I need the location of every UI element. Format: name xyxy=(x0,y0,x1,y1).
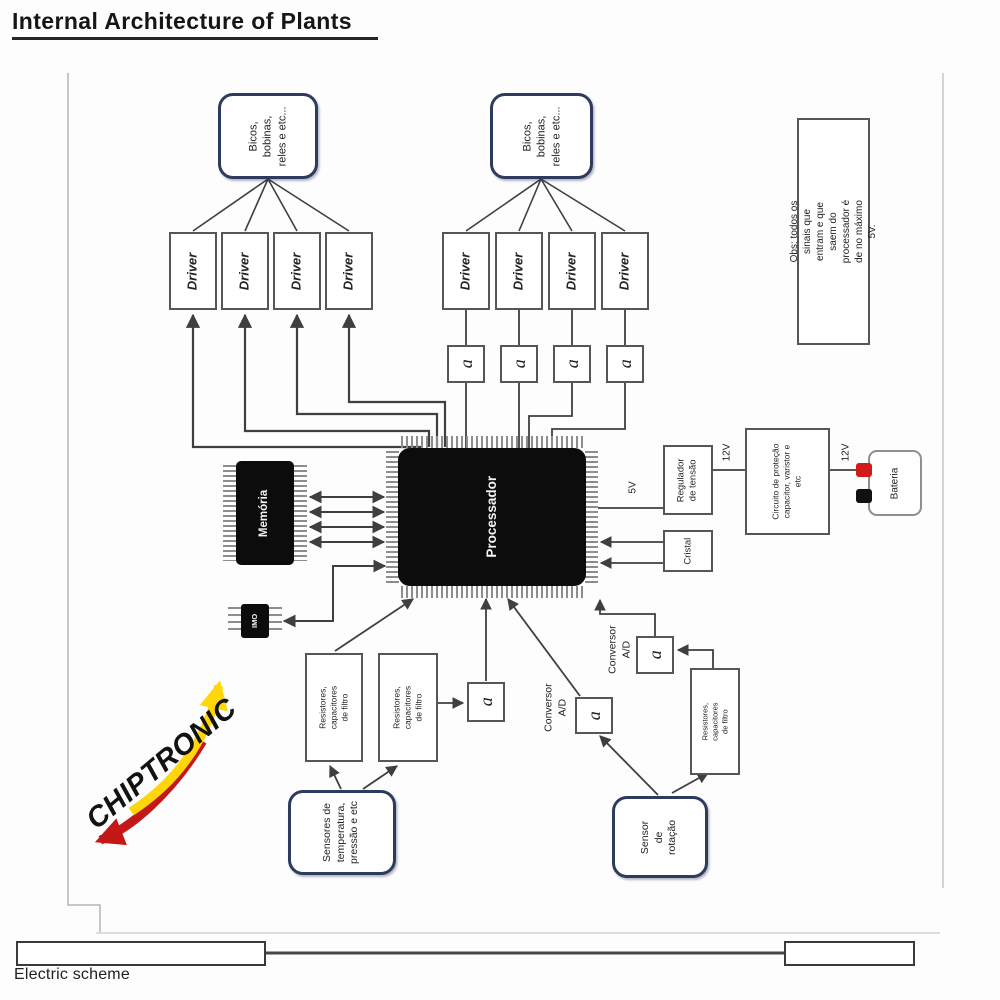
amp-label: a xyxy=(475,697,496,707)
battery-box: Bateria xyxy=(868,450,922,516)
rotation-sensor-label: Sensor de rotação xyxy=(639,819,679,855)
page-title: Internal Architecture of Plants xyxy=(12,8,379,40)
driver-box-r2: Driver xyxy=(495,232,543,310)
crystal-box: Cristal xyxy=(663,530,713,572)
filter-box-3: Resistores, capacitores de filtro xyxy=(690,668,740,775)
eeprom-wire xyxy=(282,559,387,628)
memory-chip: Memória xyxy=(223,461,307,565)
actuators-label: Bicos, bobinas, reles e etc... xyxy=(521,106,562,166)
amp-box-5: a xyxy=(467,682,505,722)
driver-label: Driver xyxy=(457,252,473,290)
amp-box-3: a xyxy=(553,345,591,383)
driver-feed-wires xyxy=(185,313,447,449)
v5-label: 5V xyxy=(627,480,639,494)
actuator-fan-lines xyxy=(192,178,626,232)
memory-pins-right xyxy=(294,465,307,561)
memory-label: Memória xyxy=(258,489,271,537)
driver-box-l2: Driver xyxy=(221,232,269,310)
processor-label: Processador xyxy=(484,476,500,558)
processor-chip: Processador xyxy=(386,436,598,598)
filter-label: Resistores, capacitores de filtro xyxy=(700,702,729,741)
battery-label: Bateria xyxy=(889,467,901,499)
driver-label: Driver xyxy=(340,252,356,290)
driver-label: Driver xyxy=(616,252,632,290)
amp-box-4: a xyxy=(606,345,644,383)
driver-label: Driver xyxy=(288,252,304,290)
eeprom-pins-left xyxy=(228,607,241,635)
eeprom-chip: IMO xyxy=(228,604,282,638)
temp-sensors-box: Sensores de temperatura, pressão e etc xyxy=(288,790,396,875)
processor-pins-right xyxy=(585,451,598,583)
logo-text: CHIPTRONIC xyxy=(80,692,243,836)
actuators-label: Bicos, bobinas, reles e etc... xyxy=(247,106,289,166)
logo-yellow-arrow xyxy=(128,680,228,816)
driver-box-l4: Driver xyxy=(325,232,373,310)
chiptronic-logo: CHIPTRONIC xyxy=(58,680,268,846)
driver-box-l3: Driver xyxy=(273,232,321,310)
battery-negative-terminal xyxy=(856,489,872,503)
processor-pins-top xyxy=(401,436,583,448)
amp-box-6: a xyxy=(575,697,613,734)
battery-positive-terminal xyxy=(856,463,872,477)
amp-label: a xyxy=(455,359,476,369)
adc-label-2: Conversor A/D xyxy=(606,625,632,675)
actuators-box-2: Bicos, bobinas, reles e etc... xyxy=(490,93,593,179)
protection-box: Circuito de proteção capacitor, varistor… xyxy=(745,428,830,535)
driver-box-l1: Driver xyxy=(169,232,217,310)
adc-label-1: Conversor A/D xyxy=(542,683,568,733)
actuators-box-1: Bicos, bobinas, reles e etc... xyxy=(218,93,318,179)
driver-box-r1: Driver xyxy=(442,232,490,310)
filter-label: Resistores, capacitores de filtro xyxy=(317,685,350,730)
driver-box-r4: Driver xyxy=(601,232,649,310)
driver-label: Driver xyxy=(563,252,579,290)
amp-label: a xyxy=(583,710,604,720)
amp-label: a xyxy=(614,359,635,369)
driver-label: Driver xyxy=(184,252,200,290)
regulator-label: Regulador de tensão xyxy=(675,458,699,502)
note-box: Obs: todos os sinais que entram e que sa… xyxy=(789,118,878,345)
amp-box-2: a xyxy=(500,345,538,383)
pwm-driver-wires xyxy=(465,310,626,450)
v12-label-a: 12V xyxy=(721,443,733,461)
rotation-sensor-box: Sensor de rotação xyxy=(612,796,708,878)
amp-label: a xyxy=(644,650,665,660)
amp-label: a xyxy=(561,359,582,369)
scheme-bar-right xyxy=(784,941,915,966)
caption: Electric scheme xyxy=(14,966,130,983)
driver-label: Driver xyxy=(510,252,526,290)
driver-box-r3: Driver xyxy=(548,232,596,310)
filter-box-1: Resistores, capacitores de filtro xyxy=(305,653,363,762)
processor-pins-left xyxy=(386,451,399,583)
driver-label: Driver xyxy=(236,252,252,290)
eeprom-pins-right xyxy=(269,607,282,635)
amp-box-7: a xyxy=(636,636,674,674)
regulator-box: Regulador de tensão xyxy=(663,445,713,515)
note-text: Obs: todos os sinais que entram e que sa… xyxy=(789,199,878,264)
temp-sensors-label: Sensores de temperatura, pressão e etc xyxy=(321,800,361,865)
processor-pins-bottom xyxy=(401,586,583,598)
memory-pins-left xyxy=(223,465,236,561)
amp-label: a xyxy=(508,359,529,369)
filter-box-2: Resistores, capacitores de filtro xyxy=(378,653,438,762)
filter-label: Resistores, capacitores de filtro xyxy=(391,685,424,730)
amp-box-1: a xyxy=(447,345,485,383)
eeprom-label: IMO xyxy=(250,613,260,629)
scheme-bar-left xyxy=(16,941,266,966)
crystal-label: Cristal xyxy=(681,537,693,565)
protection-label: Circuito de proteção capacitor, varistor… xyxy=(770,443,804,520)
